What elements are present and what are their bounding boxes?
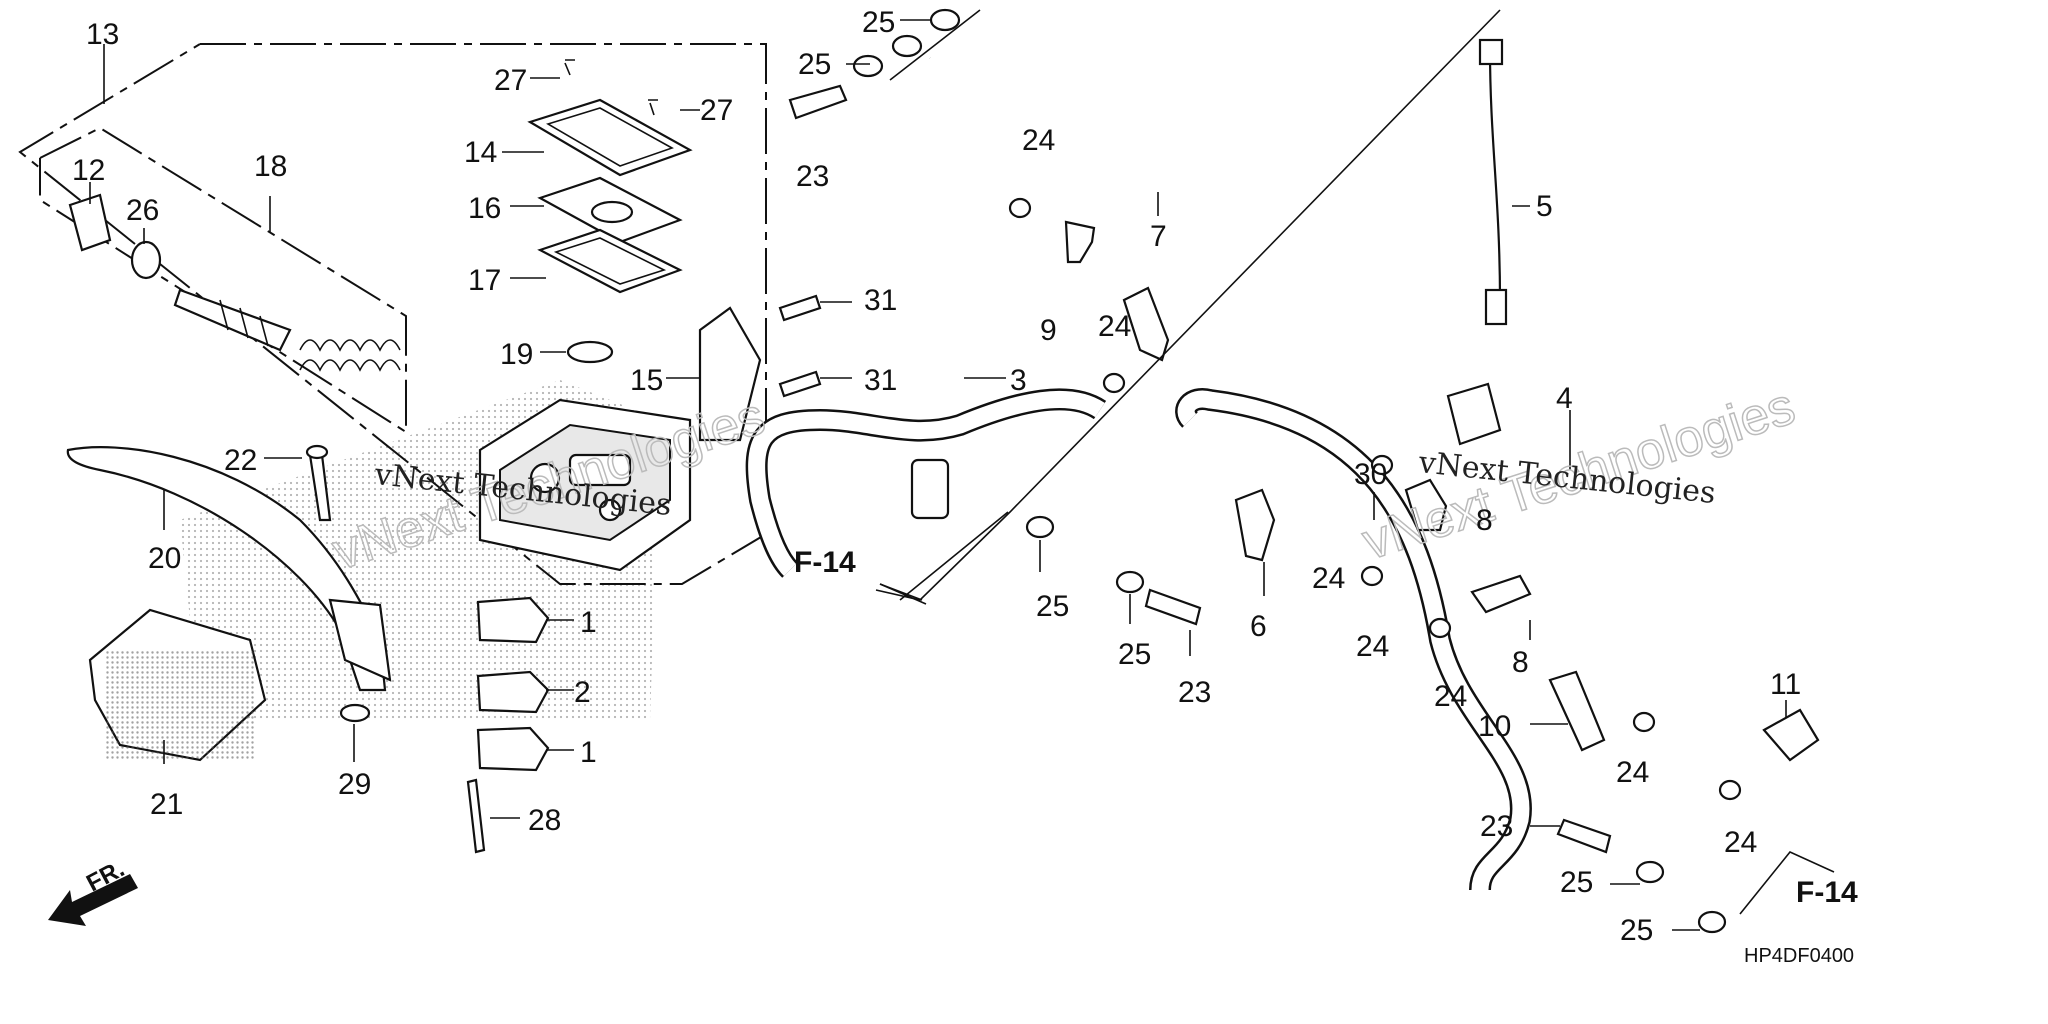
callout-25c: 25 — [1036, 590, 1069, 623]
callout-12: 12 — [72, 154, 105, 187]
callout-24e: 24 — [1434, 680, 1467, 713]
callout-16: 16 — [468, 192, 501, 225]
callout-19: 19 — [500, 338, 533, 371]
callout-25d: 25 — [1118, 638, 1151, 671]
callout-14: 14 — [464, 136, 497, 169]
callout-15: 15 — [630, 364, 663, 397]
callout-9: 9 — [1040, 314, 1057, 347]
master-cylinder-kit-outline — [18, 43, 767, 585]
callout-27b: 27 — [700, 94, 733, 127]
callout-1a: 1 — [580, 606, 597, 639]
reference-lines — [875, 9, 1835, 915]
callout-24a: 24 — [1022, 124, 1055, 157]
callout-30: 30 — [1354, 458, 1387, 491]
callout-20: 20 — [148, 542, 181, 575]
washers-and-bolts — [1008, 197, 1742, 934]
lever-cover — [88, 608, 267, 762]
brake-switches — [476, 596, 550, 772]
reservoir-cap-stack — [527, 59, 693, 294]
callout-23c: 23 — [1480, 810, 1513, 843]
cup-and-holder — [566, 306, 762, 442]
callout-17: 17 — [468, 264, 501, 297]
callout-3: 3 — [1010, 364, 1027, 397]
ref-label-left: F-14 — [794, 546, 856, 579]
callout-23a: 23 — [796, 160, 829, 193]
lower-brake-hose — [745, 38, 1532, 891]
callout-31b: 31 — [864, 364, 897, 397]
callout-10: 10 — [1478, 710, 1511, 743]
callout-11: 11 — [1770, 668, 1801, 701]
front-direction-arrow — [48, 874, 138, 926]
ref-label-right: F-14 — [1796, 876, 1858, 909]
callout-27a: 27 — [494, 64, 527, 97]
callout-23b: 23 — [1178, 676, 1211, 709]
callout-21: 21 — [150, 788, 183, 821]
callout-25e: 25 — [1560, 866, 1593, 899]
callout-6: 6 — [1250, 610, 1267, 643]
diagram-code: HP4DF0400 — [1744, 945, 1854, 967]
callout-24g: 24 — [1724, 826, 1757, 859]
callout-26: 26 — [126, 194, 159, 227]
callout-24b: 24 — [1098, 310, 1131, 343]
callout-1b: 1 — [580, 736, 597, 769]
callout-24d: 24 — [1356, 630, 1389, 663]
callout-18: 18 — [254, 150, 287, 183]
callout-labels: 13 12 26 18 27 27 14 16 17 19 15 22 20 2… — [72, 6, 1801, 947]
callout-13: 13 — [86, 18, 119, 51]
callout-8b: 8 — [1512, 646, 1529, 679]
callout-4: 4 — [1556, 382, 1573, 415]
master-cylinder-body — [478, 398, 692, 572]
callout-24f: 24 — [1616, 756, 1649, 789]
hose-clamps — [1064, 220, 1820, 762]
piston-kit — [68, 193, 401, 372]
callout-25b: 25 — [798, 48, 831, 81]
callout-8a: 8 — [1476, 504, 1493, 537]
upper-brake-hose — [788, 8, 977, 520]
callout-2: 2 — [574, 676, 591, 709]
callout-24c: 24 — [1312, 562, 1345, 595]
callout-25f: 25 — [1620, 914, 1653, 947]
callout-25a: 25 — [862, 6, 895, 39]
screws-master-side — [305, 444, 486, 854]
bolts-31 — [778, 294, 822, 398]
callout-28: 28 — [528, 804, 561, 837]
leader-lines — [89, 19, 1787, 931]
callout-7: 7 — [1150, 220, 1167, 253]
brake-lever — [66, 446, 392, 692]
callout-22: 22 — [224, 444, 257, 477]
callout-29: 29 — [338, 768, 371, 801]
callout-31a: 31 — [864, 284, 897, 317]
callout-5: 5 — [1536, 190, 1553, 223]
